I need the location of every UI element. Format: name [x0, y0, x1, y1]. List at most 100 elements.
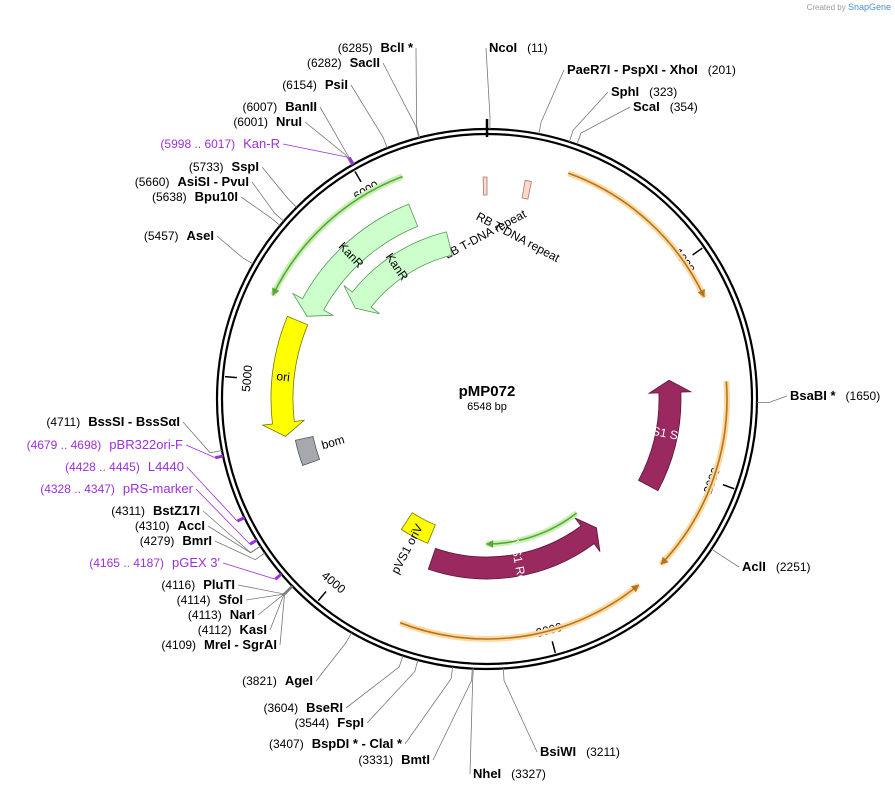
site-pos-bseri: (3604) — [263, 701, 298, 715]
site-bsabi[interactable]: BsaBI *(1650) — [790, 388, 880, 403]
site-nrui[interactable]: (6001)NruI — [233, 114, 302, 129]
site-sphi[interactable]: SphI(323) — [611, 84, 677, 99]
tick-mark-4000 — [317, 591, 327, 602]
site-acli[interactable]: AclI(2251) — [742, 559, 811, 574]
site-sgrai[interactable]: (4109) MreI - SgrAI — [161, 637, 277, 652]
primer-l4440[interactable]: (4428 .. 4445)L4440 — [65, 459, 184, 474]
orf-arc-2[interactable] — [399, 584, 640, 640]
site-psii[interactable]: (6154)PsiI — [282, 77, 348, 92]
feature-pvs1-oriv-4[interactable] — [400, 512, 436, 544]
orf-arc-1[interactable] — [660, 381, 728, 566]
site-leader-sacii — [382, 62, 420, 138]
site-pos-paer7i: (201) — [708, 63, 736, 77]
site-prefix-sgrai: MreI - — [204, 637, 242, 652]
site-pos-fspi: (3544) — [295, 716, 330, 730]
primer-mark-l4440[interactable] — [236, 516, 246, 523]
feature-rb-t-dna-repeat-1[interactable] — [521, 179, 532, 200]
site-pos-pluti: (4116) — [161, 578, 195, 592]
feature-bom-5[interactable] — [294, 435, 321, 467]
site-labels: NcoI(11) PaeR7I - PspXI - XhoI(201) SphI(3… — [27, 40, 881, 781]
site-bcli[interactable]: (6285)BclI * — [338, 40, 414, 55]
feature-kanr-7[interactable] — [291, 203, 419, 317]
site-leader-sspi — [261, 166, 298, 208]
primer-name-pgex-3-: pGEX 3' — [172, 555, 220, 570]
site-acci[interactable]: (4310)AccI — [135, 518, 205, 533]
primer-leader-pbr322ori-f — [185, 444, 216, 459]
site-bseri[interactable]: (3604)BseRI — [263, 700, 343, 715]
site-bsssi[interactable]: (4711)BssSI - BssSαI — [46, 414, 180, 429]
orf-arc-3[interactable] — [486, 512, 578, 545]
feature-lb-t-dna-repeat-0[interactable] — [482, 176, 488, 196]
site-sacii[interactable]: (6282) SacII — [307, 55, 380, 70]
site-agei[interactable]: (3821)AgeI — [242, 673, 313, 688]
site-name-bcli: BclI * — [380, 40, 413, 55]
primer-pgex-3-[interactable]: (4165 .. 4187)pGEX 3' — [89, 555, 220, 570]
tick-mark-1000 — [692, 247, 703, 256]
site-pvui[interactable]: (5660)AsiSI - PvuI — [135, 174, 249, 189]
feature-ori-6[interactable] — [261, 315, 309, 437]
site-sfoi[interactable]: (4114)SfoI — [177, 592, 243, 607]
site-nari[interactable]: (4113)NarI — [188, 607, 255, 622]
brand-created-by: Created by — [806, 3, 846, 12]
site-bsiwi[interactable]: BsiWI(3211) — [540, 744, 620, 759]
site-leaders — [182, 47, 788, 775]
site-nhei[interactable]: NheI (3327) — [473, 766, 546, 781]
site-name-acli: AclI — [742, 559, 766, 574]
site-name-pluti: PluTI — [203, 577, 235, 592]
site-sep: - — [658, 62, 670, 77]
site-pos-nrui: (6001) — [233, 115, 268, 129]
site-paer7i[interactable]: PaeR7I - PspXI - XhoI(201) — [567, 62, 736, 77]
site-scai[interactable]: ScaI(354) — [633, 99, 698, 114]
site-name-nhei: NheI — [473, 766, 501, 781]
site-pluti[interactable]: (4116) PluTI — [161, 577, 235, 592]
primer-mark-pgex-3-[interactable] — [274, 572, 283, 581]
orf-arc-4[interactable] — [271, 175, 403, 296]
site-prefix-clai: BspDI * - — [312, 736, 370, 751]
site-name-ncoi: NcoI — [489, 40, 517, 55]
site-ncoi[interactable]: NcoI(11) — [489, 40, 548, 55]
site-leader-bsssi — [182, 421, 223, 454]
site-sspi[interactable]: (5733)SspI — [189, 159, 259, 174]
site-bmri[interactable]: (4279)BmrI — [140, 533, 212, 548]
orf-arcs — [269, 170, 730, 642]
primer-pbr322ori-f[interactable]: (4679 .. 4698)pBR322ori-F — [27, 437, 183, 452]
site-name-banii: BanII — [285, 99, 317, 114]
site-pos-acci: (4310) — [135, 519, 170, 533]
site-pos-asei: (5457) — [144, 229, 179, 243]
site-name-agei: AgeI — [285, 673, 313, 688]
feature-pvs1-staa-2[interactable] — [638, 379, 693, 492]
site-leader-pvui — [251, 181, 285, 222]
primer-prs-marker[interactable]: (4328 .. 4347)pRS-marker — [40, 481, 193, 496]
site-bpu10i[interactable]: (5638)Bpu10I — [152, 189, 238, 204]
site-pos-sacii: (6282) — [307, 56, 342, 70]
feature-kanr-8[interactable] — [343, 231, 453, 315]
site-name-sacii: SacII — [350, 55, 380, 70]
site-pos-pvui: (5660) — [135, 175, 170, 189]
site-name-fspi: FspI — [337, 715, 364, 730]
site-name-sgrai: SgrAI — [242, 637, 277, 652]
site-pos-sgrai: (4109) — [161, 638, 196, 652]
site-clai[interactable]: (3407)BspDI * - ClaI * — [269, 736, 403, 751]
primer-kan-r[interactable]: (5998 .. 6017)Kan-R — [160, 136, 280, 151]
site-kasi[interactable]: (4112)KasI — [198, 622, 267, 637]
plasmid-length: 6548 bp — [467, 401, 507, 413]
site-fspi[interactable]: (3544) FspI — [295, 715, 364, 730]
site-pos-bsiwi: (3211) — [586, 745, 620, 759]
site-bmti[interactable]: (3331)BmtI — [358, 752, 430, 767]
primer-mark-prs-marker[interactable] — [249, 538, 258, 546]
site-name-bpu10i: Bpu10I — [195, 189, 238, 204]
feature-pvs1-repa-3[interactable] — [427, 517, 601, 580]
site-pos-nhei: (3327) — [511, 767, 546, 781]
site-banii[interactable]: (6007)BanII — [243, 99, 317, 114]
site-bstz17i[interactable]: (4311)BstZ17I — [111, 503, 200, 518]
orf-arc-0[interactable] — [567, 172, 706, 298]
primer-mark-pbr322ori-f[interactable] — [214, 454, 224, 460]
site-asei[interactable]: (5457)AseI — [144, 228, 214, 243]
site-leader-kasi — [269, 586, 293, 631]
site-leader-fspi — [366, 659, 419, 724]
primer-pos-kan-r: (5998 .. 6017) — [160, 137, 235, 151]
site-pos-bmri: (4279) — [140, 534, 175, 548]
primer-mark-kan-r[interactable] — [348, 156, 355, 166]
orf-arrow-1 — [660, 556, 669, 565]
site-leader-nhei — [469, 668, 474, 775]
